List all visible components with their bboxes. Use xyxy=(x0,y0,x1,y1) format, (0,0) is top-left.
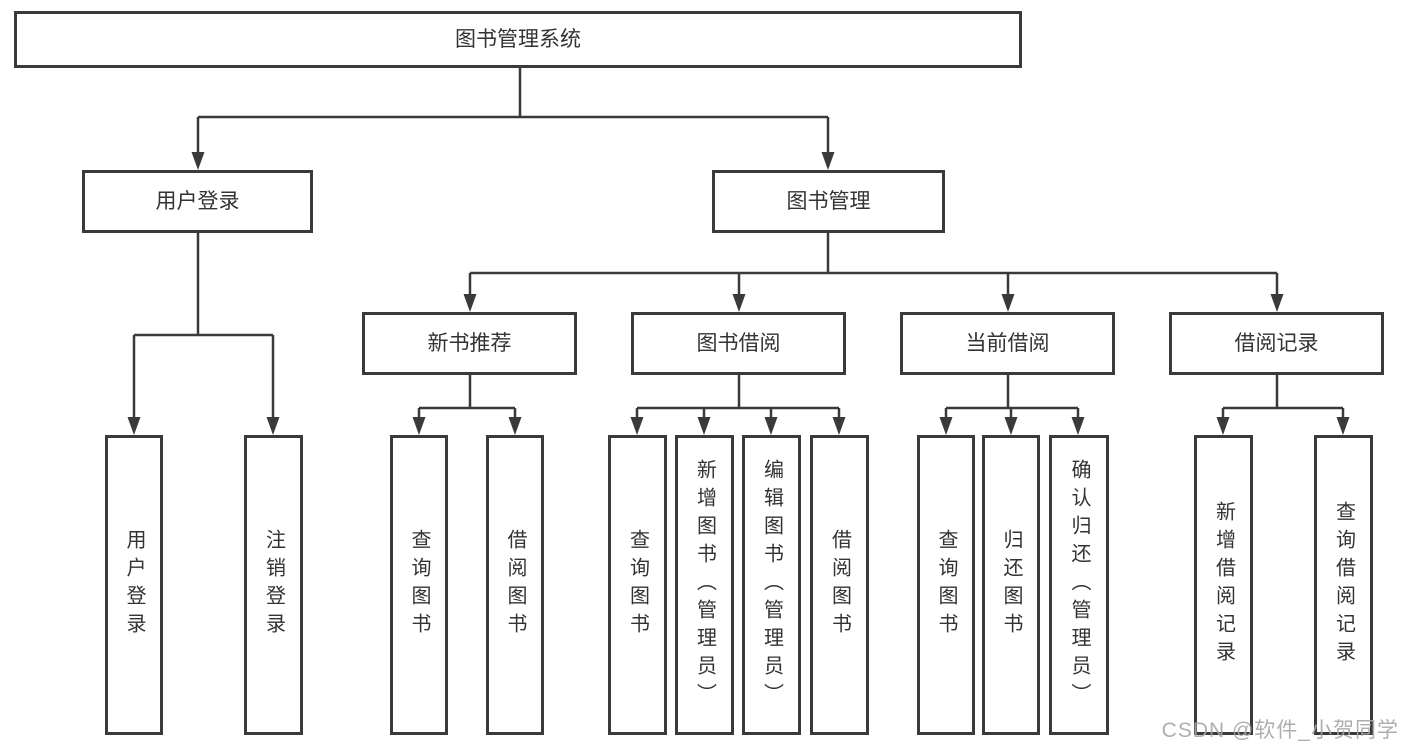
arrowheads xyxy=(127,152,1350,435)
leaf-add-books-admin: 新增图书（管理员） xyxy=(675,435,734,735)
node-current-borrowing: 当前借阅 xyxy=(900,312,1115,375)
leaf-query-books-recommend: 查询图书 xyxy=(390,435,448,735)
leaf-logout: 注销登录 xyxy=(244,435,303,735)
leaf-query-books-borrowing: 查询图书 xyxy=(608,435,667,735)
node-book-management: 图书管理 xyxy=(712,170,945,233)
node-book-borrowing: 图书借阅 xyxy=(631,312,846,375)
node-user-login: 用户登录 xyxy=(82,170,313,233)
node-borrow-records: 借阅记录 xyxy=(1169,312,1384,375)
leaf-query-borrow-record: 查询借阅记录 xyxy=(1314,435,1373,735)
leaf-edit-books-admin: 编辑图书（管理员） xyxy=(742,435,801,735)
leaf-query-books-current: 查询图书 xyxy=(917,435,975,735)
node-new-book-recommend: 新书推荐 xyxy=(362,312,577,375)
leaf-confirm-return-admin: 确认归还（管理员） xyxy=(1049,435,1109,735)
node-root-system: 图书管理系统 xyxy=(14,11,1022,68)
leaf-user-login: 用户登录 xyxy=(105,435,163,735)
csdn-watermark: CSDN @软件_小贺同学 xyxy=(1161,719,1399,742)
leaf-borrow-books: 借阅图书 xyxy=(810,435,869,735)
leaf-borrow-books-recommend: 借阅图书 xyxy=(486,435,544,735)
leaf-return-books: 归还图书 xyxy=(982,435,1040,735)
leaf-add-borrow-record: 新增借阅记录 xyxy=(1194,435,1253,735)
